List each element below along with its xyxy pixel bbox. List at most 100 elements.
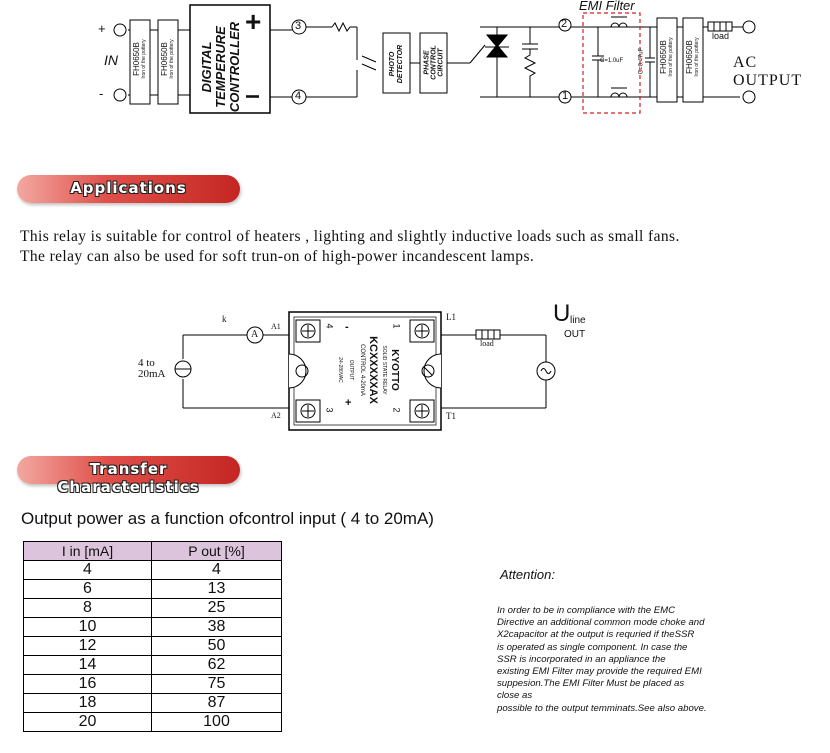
relay-terminal-2: 2 bbox=[391, 407, 402, 413]
cell-p: 75 bbox=[151, 674, 282, 694]
relay-terminal-4: 4 bbox=[324, 323, 335, 329]
attention-title: Attention: bbox=[500, 567, 555, 582]
attention-line: existing EMI Filter may provide the requ… bbox=[497, 666, 702, 678]
photo-line-1: PHOTO bbox=[389, 51, 396, 77]
l1-label: L1 bbox=[446, 312, 456, 322]
cell-p: 4 bbox=[151, 560, 282, 580]
terminal-4-label: 4 bbox=[295, 90, 302, 102]
table-header-row: I in [mA] P out [%] bbox=[23, 541, 282, 561]
attention-line: SSR is incorporated in an appliance the bbox=[497, 653, 666, 665]
cell-p: 25 bbox=[151, 598, 282, 618]
top-load-label: load bbox=[712, 31, 730, 41]
transfer-heading: Transfer Characteristics bbox=[57, 460, 200, 496]
controller-plus: + bbox=[245, 6, 262, 37]
cell-p: 13 bbox=[151, 579, 282, 599]
cell-i: 18 bbox=[23, 693, 152, 713]
transfer-subtitle: Output power as a function ofcontrol inp… bbox=[21, 509, 434, 528]
controller-label: DIGITAL TEMPERURE CONTROLLER bbox=[199, 14, 242, 120]
fuse-text: FH0650B bbox=[659, 40, 668, 74]
cell-i: 20 bbox=[23, 712, 152, 732]
attention-line: suppesion.The EMI Filter Must be placed … bbox=[497, 678, 685, 702]
fuse-sub: Iron of the pottery bbox=[141, 39, 147, 79]
relay-model: KCXXXXXAX bbox=[367, 336, 379, 404]
cell-p: 50 bbox=[151, 636, 282, 656]
output-fuse-1: FH0650B Iron of the pottery bbox=[657, 18, 677, 102]
relay-sub1: SOLID STATE RELAY bbox=[381, 345, 387, 395]
cell-p: 62 bbox=[151, 655, 282, 675]
phase-line-1: PHASE bbox=[423, 50, 431, 75]
cell-p: 87 bbox=[151, 693, 282, 713]
controller-minus: I bbox=[242, 93, 263, 100]
in-plus-sign: + bbox=[98, 21, 106, 36]
cell-i: 10 bbox=[23, 617, 152, 637]
u-out: OUT bbox=[564, 329, 586, 340]
fuse-text: FH0650B bbox=[685, 40, 694, 74]
relay-wiring-diagram bbox=[174, 311, 556, 431]
controller-line-1: DIGITAL bbox=[199, 41, 214, 93]
cell-i: 16 bbox=[23, 674, 152, 694]
terminal-1-label: 1 bbox=[562, 90, 569, 102]
fuse-sub: Iron of the pottery bbox=[169, 39, 175, 79]
attention-line: possible to the output temminats.See als… bbox=[497, 702, 707, 714]
phase-control-label: PHASE CONTROL CIRCUIT bbox=[424, 34, 445, 92]
cell-i: 14 bbox=[23, 655, 152, 675]
in-label: IN bbox=[104, 52, 118, 68]
attention-line: X2capacitor at the output is requried if… bbox=[497, 629, 695, 641]
transfer-heading-banner: Transfer Characteristics bbox=[17, 456, 240, 496]
cell-i: 8 bbox=[23, 598, 152, 618]
relay-minus: - bbox=[345, 321, 349, 333]
source-line-2: 20mA bbox=[138, 368, 166, 380]
circuit-block-diagram bbox=[113, 4, 756, 114]
output-cap-label: C=0.47uF bbox=[638, 47, 645, 75]
terminal-2-label: 2 bbox=[561, 18, 568, 30]
t1-label: T1 bbox=[446, 411, 456, 421]
a2-label: A2 bbox=[271, 411, 281, 420]
source-label: 4 to 20mA bbox=[138, 358, 166, 380]
relay-plus: + bbox=[345, 397, 352, 409]
applications-line-2: The relay can also be used for soft trun… bbox=[20, 248, 535, 265]
cell-i: 12 bbox=[23, 636, 152, 656]
fuse-text: FH0650B bbox=[160, 42, 169, 76]
k-label: k bbox=[222, 314, 227, 324]
fuse-text: FH0650B bbox=[132, 42, 141, 76]
relay-sub2: CONTROL 4-20mA bbox=[359, 344, 365, 396]
output-fuse-2: FH0650B Iron of the pottery bbox=[683, 18, 703, 102]
emi-cap-label: C=1.0uF bbox=[600, 58, 624, 64]
relay-face-text: KYOTTO SOLID STATE RELAY KCXXXXXAX CONTR… bbox=[330, 315, 400, 425]
attention-body: In order to be in compliance with the EM… bbox=[497, 605, 707, 715]
a1-label: A1 bbox=[271, 322, 281, 331]
attention-line: is operated as single component. In case… bbox=[497, 641, 688, 653]
fuse-sub: Iron of the pottery bbox=[668, 37, 674, 77]
photo-detector-label: PHOTO DETECTOR bbox=[389, 35, 405, 93]
attention-line: In order to be in compliance with the EM… bbox=[497, 605, 676, 616]
controller-line-3: CONTROLLER bbox=[227, 21, 242, 113]
applications-text: This relay is suitable for control of he… bbox=[20, 227, 680, 267]
relay-load-label: load bbox=[480, 339, 494, 348]
terminal-3-label: 3 bbox=[295, 20, 302, 32]
attention-line: Directive an additional common mode chok… bbox=[497, 617, 705, 629]
input-fuse-1: FH0650B Iron of the pottery bbox=[130, 20, 150, 104]
emi-filter-label: EMI Filter bbox=[579, 0, 635, 13]
applications-heading-banner: Applications bbox=[17, 175, 240, 203]
header-p-out: P out [%] bbox=[151, 541, 282, 561]
cell-i: 4 bbox=[23, 560, 152, 580]
phase-line-2: CONTROL bbox=[430, 45, 438, 80]
fuse-sub: Iron of the pottery bbox=[694, 37, 700, 77]
u-line-label: U line OUT bbox=[553, 300, 586, 340]
ammeter-label: A bbox=[251, 329, 259, 340]
header-i-in: I in [mA] bbox=[23, 541, 152, 561]
relay-sub4: 24-280VAC bbox=[337, 357, 343, 383]
ac-output-label: AC OUTPUT bbox=[733, 54, 803, 89]
u-line: line bbox=[570, 315, 586, 326]
applications-line-1: This relay is suitable for control of he… bbox=[20, 228, 680, 245]
applications-heading: Applications bbox=[70, 179, 187, 197]
